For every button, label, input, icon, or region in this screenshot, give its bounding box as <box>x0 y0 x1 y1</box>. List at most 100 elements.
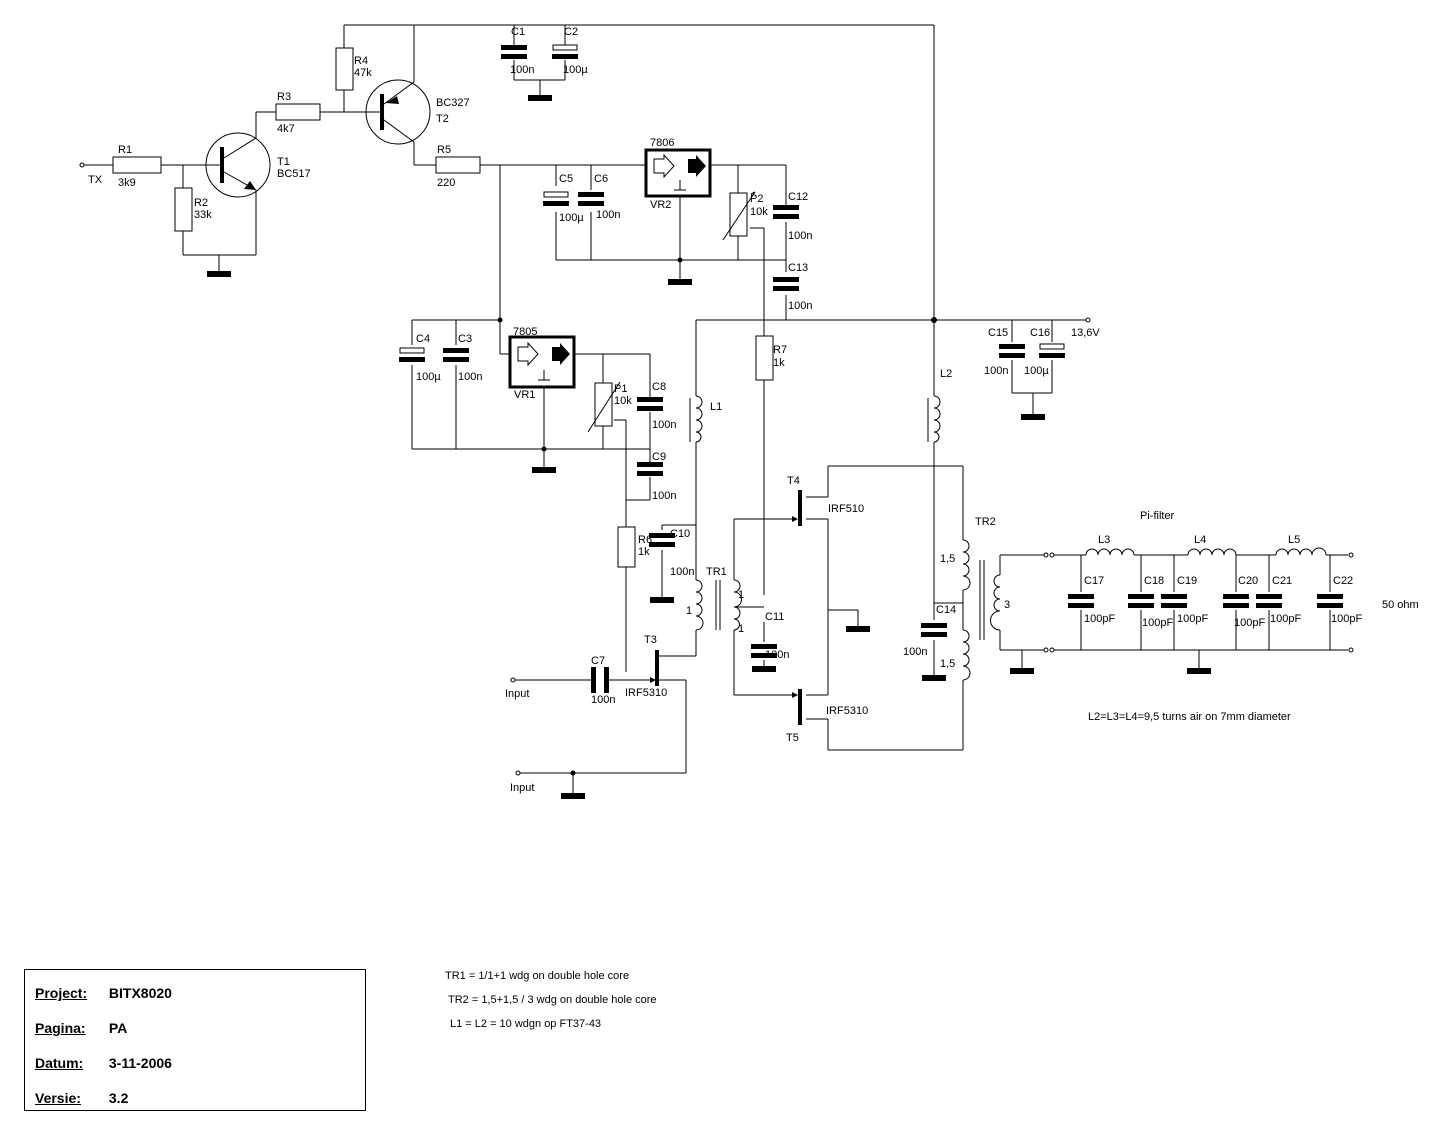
regulator-vr2 <box>644 148 712 198</box>
version-value: 3.2 <box>108 1090 129 1106</box>
components-c15-val-label: 100n <box>984 365 1008 377</box>
components-c19-ref-label: C19 <box>1177 575 1197 587</box>
date-row: Datum: 3-11-2006 <box>35 1055 172 1071</box>
components-r2-ref-label: R2 <box>194 197 208 209</box>
components-c17-val-label: 100pF <box>1084 613 1115 625</box>
tr2-note: TR2 = 1,5+1,5 / 3 wdg on double hole cor… <box>448 994 657 1006</box>
capacitors <box>398 44 1343 693</box>
components-c4-ref-label: C4 <box>416 333 430 345</box>
components-r1-val-label: 3k9 <box>118 177 136 189</box>
components-p1-ref-label: P1 <box>614 383 627 395</box>
components-c21-ref-label: C21 <box>1272 575 1292 587</box>
components-p2-ref-label: P2 <box>750 193 763 205</box>
components-r5-val-label: 220 <box>437 177 455 189</box>
components-c7-ref-label: C7 <box>591 655 605 667</box>
component-labels: TX R1 3k9 R2 33k R3 4k7 R4 47k R5 220 R6… <box>88 26 1419 794</box>
components-tr2-w3-label: 3 <box>1004 599 1010 611</box>
title-block: Project: BITX8020 Pagina: PA Datum: 3-11… <box>24 969 366 1111</box>
components-output-label: 50 ohm <box>1382 599 1419 611</box>
version-label: Versie: <box>35 1090 81 1106</box>
components-r1-ref-label: R1 <box>118 144 132 156</box>
project-row: Project: BITX8020 <box>35 985 172 1001</box>
components-c4-val-label: 100µ <box>416 371 441 383</box>
date-value: 3-11-2006 <box>108 1055 172 1071</box>
components-c8-ref-label: C8 <box>652 381 666 393</box>
components-c6-val-label: 100n <box>596 209 620 221</box>
components-c18-val-label: 100pF <box>1142 617 1173 629</box>
project-label: Project: <box>35 985 88 1001</box>
components-c14-ref-label: C14 <box>936 604 956 616</box>
components-tr2-w2-label: 1,5 <box>940 658 955 670</box>
components-c16-val-label: 100µ <box>1024 365 1049 377</box>
components-r3-ref-label: R3 <box>277 91 291 103</box>
mosfet-t3 <box>650 650 686 686</box>
components-c18-ref-label: C18 <box>1144 575 1164 587</box>
components-r7-val-label: 1k <box>773 357 785 369</box>
components-r7-ref-label: R7 <box>773 344 787 356</box>
components-c17-ref-label: C17 <box>1084 575 1104 587</box>
page-value: PA <box>108 1020 128 1036</box>
components-c22-ref-label: C22 <box>1333 575 1353 587</box>
components-c1-val-label: 100n <box>510 64 534 76</box>
regulator-vr1 <box>508 335 576 389</box>
components-c13-ref-label: C13 <box>788 262 808 274</box>
components-c11-ref-label: C11 <box>765 611 784 623</box>
l1l2-note: L1 = L2 = 10 wdgn op FT37-43 <box>450 1018 602 1030</box>
components-supply-label: 13,6V <box>1071 327 1100 339</box>
version-row: Versie: 3.2 <box>35 1090 128 1106</box>
inductors <box>689 395 1327 681</box>
components-l1-label: L1 <box>710 401 722 413</box>
components-r6-val-label: 1k <box>638 546 650 558</box>
mosfet-t4 <box>792 490 802 526</box>
components-l3-label: L3 <box>1098 534 1110 546</box>
terminals <box>79 162 1354 776</box>
components-r4-val-label: 47k <box>354 67 372 79</box>
components-c6-ref-label: C6 <box>594 173 608 185</box>
components-r4-ref-label: R4 <box>354 55 368 67</box>
components-t1-type-label: BC517 <box>277 168 311 180</box>
wires <box>83 24 1348 795</box>
components-tr1-w2-label: 1 <box>738 623 744 635</box>
components-r6-ref-label: R6 <box>638 534 652 546</box>
components-c8-val-label: 100n <box>652 419 676 431</box>
components-tr1-w1-label: 1 <box>738 589 744 601</box>
components-r5-ref-label: R5 <box>437 144 451 156</box>
components-tr2-w1-label: 1,5 <box>940 553 955 565</box>
components-c20-ref-label: C20 <box>1238 575 1258 587</box>
components-p1-val-label: 10k <box>614 395 632 407</box>
components-c9-val-label: 100n <box>652 490 676 502</box>
components-t4-type-label: IRF510 <box>828 503 864 515</box>
components-l2-label: L2 <box>940 368 952 380</box>
components-c2-val-label: 100µ <box>563 64 588 76</box>
components-input1-label: Input <box>505 688 529 700</box>
components-vr1-ref-label: VR1 <box>514 389 535 401</box>
notes-coil-note-label: L2=L3=L4=9,5 turns air on 7mm diameter <box>1088 711 1291 723</box>
components-c12-val-label: 100n <box>788 230 812 242</box>
components-r2-val-label: 33k <box>194 209 212 221</box>
components-c5-val-label: 100µ <box>559 212 584 224</box>
project-value: BITX8020 <box>108 985 172 1001</box>
components-t3-ref-label: T3 <box>644 634 657 646</box>
components-c12-ref-label: C12 <box>788 191 808 203</box>
components-c2-ref-label: C2 <box>564 26 578 38</box>
components-c3-ref-label: C3 <box>458 333 472 345</box>
components-c14-val-label: 100n <box>903 646 927 658</box>
components-c7-val-label: 100n <box>591 694 615 706</box>
components-c15-ref-label: C15 <box>988 327 1008 339</box>
components-t5-type-label: IRF5310 <box>826 705 868 717</box>
components-l4-label: L4 <box>1194 534 1206 546</box>
components-c9-ref-label: C9 <box>652 451 666 463</box>
components-c11-val-label: 100n <box>765 649 789 661</box>
components-t2-ref-label: T2 <box>436 113 449 125</box>
components-c21-val-label: 100pF <box>1270 613 1301 625</box>
date-label: Datum: <box>35 1055 84 1071</box>
components-vr1-type-label: 7805 <box>513 326 537 338</box>
components-t1-ref-label: T1 <box>277 156 290 168</box>
page-label: Pagina: <box>35 1020 86 1036</box>
components-tr1-w3-label: 1 <box>686 605 692 617</box>
components-tr2-ref-label: TR2 <box>975 516 996 528</box>
components-c16-ref-label: C16 <box>1030 327 1050 339</box>
components-t4-ref-label: T4 <box>787 475 800 487</box>
components-tr1-ref-label: TR1 <box>706 566 727 578</box>
bjt-t1 <box>205 132 271 198</box>
